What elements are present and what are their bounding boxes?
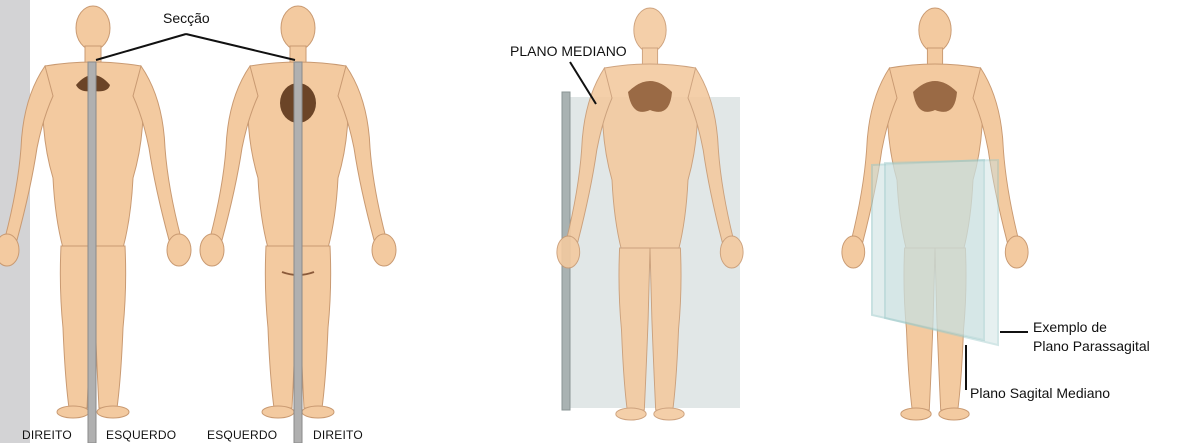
section-callout-lines — [96, 34, 295, 60]
right-label-front: DIREITO — [22, 429, 72, 441]
section-rod-left — [88, 62, 96, 443]
right-label-back: DIREITO — [313, 429, 363, 441]
left-label-back: ESQUERDO — [207, 429, 277, 441]
parasagittal-planes — [872, 160, 998, 345]
section-rod-right — [294, 62, 302, 443]
left-label-front: ESQUERDO — [106, 429, 176, 441]
parasagittal-label-line2: Plano Parassagital — [1033, 339, 1150, 353]
median-plane-label: PLANO MEDIANO — [510, 44, 627, 58]
section-label: Secção — [163, 11, 210, 25]
parasagittal-label-line1: Exemplo de — [1033, 320, 1107, 334]
sagittal-median-label: Plano Sagital Mediano — [970, 386, 1110, 400]
